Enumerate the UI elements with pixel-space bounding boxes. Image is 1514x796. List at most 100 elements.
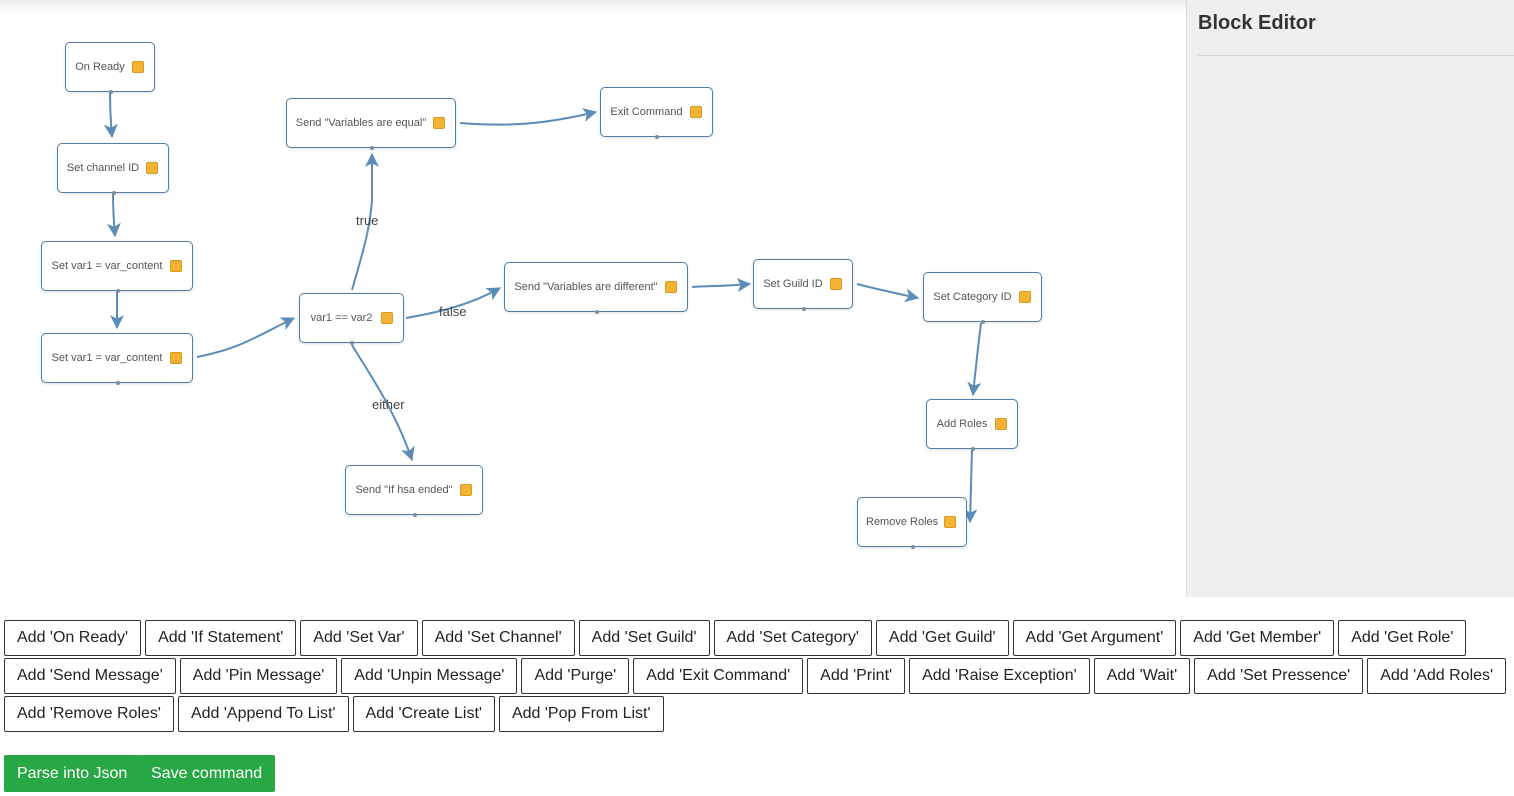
- edges-layer: [103, 91, 982, 524]
- node-handle-icon[interactable]: [170, 352, 182, 364]
- output-port[interactable]: [350, 341, 354, 345]
- output-port[interactable]: [655, 135, 659, 139]
- output-port[interactable]: [802, 307, 806, 311]
- edge-different-guild: [691, 278, 752, 293]
- node-set-channel-id[interactable]: Set channel ID: [57, 143, 169, 195]
- add-get-role-button[interactable]: Add 'Get Role': [1338, 620, 1467, 656]
- add-set-category-button[interactable]: Add 'Set Category': [713, 620, 872, 656]
- output-port[interactable]: [112, 191, 116, 195]
- add-buttons-row-3: Add 'Remove Roles' Add 'Append To List' …: [4, 696, 668, 732]
- node-handle-icon[interactable]: [146, 162, 158, 174]
- node-label: On Ready: [75, 61, 125, 73]
- output-port[interactable]: [413, 513, 417, 517]
- output-port[interactable]: [911, 545, 915, 549]
- add-unpin-message-button[interactable]: Add 'Unpin Message': [341, 658, 518, 694]
- add-wait-button[interactable]: Add 'Wait': [1093, 658, 1191, 694]
- node-handle-icon[interactable]: [170, 260, 182, 272]
- edge-condition-either: [351, 344, 415, 462]
- add-get-member-button[interactable]: Add 'Get Member': [1180, 620, 1335, 656]
- node-set-var1-first[interactable]: Set var1 = var_content: [41, 241, 193, 293]
- add-print-button[interactable]: Add 'Print': [807, 658, 906, 694]
- output-port[interactable]: [370, 146, 374, 150]
- node-on-ready[interactable]: On Ready: [65, 42, 155, 94]
- node-label: Set var1 = var_content: [51, 352, 163, 364]
- block-editor-title: Block Editor: [1198, 12, 1316, 34]
- output-port[interactable]: [116, 289, 120, 293]
- node-label: var1 == var2: [310, 312, 373, 324]
- node-label: Add Roles: [936, 418, 988, 430]
- add-set-channel-button[interactable]: Add 'Set Channel': [421, 620, 575, 656]
- edge-condition-false: [405, 287, 502, 319]
- node-set-var1-second[interactable]: Set var1 = var_content: [41, 333, 193, 385]
- node-handle-icon[interactable]: [433, 117, 445, 129]
- output-port[interactable]: [981, 320, 985, 324]
- edge-category-addroles: [967, 322, 982, 397]
- node-add-roles[interactable]: Add Roles: [926, 399, 1018, 451]
- node-label: Set Category ID: [933, 291, 1012, 303]
- add-raise-exception-button[interactable]: Add 'Raise Exception': [909, 658, 1090, 694]
- node-remove-roles[interactable]: Remove Roles: [857, 497, 967, 549]
- add-if-statement-button[interactable]: Add 'If Statement': [145, 620, 297, 656]
- node-handle-icon[interactable]: [132, 61, 144, 73]
- edge-setvar2-condition: [196, 317, 296, 358]
- node-exit-command[interactable]: Exit Command: [600, 87, 713, 139]
- add-set-pressence-button[interactable]: Add 'Set Pressence': [1194, 658, 1364, 694]
- node-send-different[interactable]: Send "Variables are different": [504, 262, 688, 314]
- add-create-list-button[interactable]: Add 'Create List': [352, 696, 495, 732]
- parse-into-json-button[interactable]: Parse into Json: [4, 755, 141, 792]
- edge-condition-true: [351, 152, 379, 291]
- edge-equal-exit: [459, 108, 598, 126]
- output-port[interactable]: [971, 447, 975, 451]
- node-condition[interactable]: var1 == var2: [299, 293, 404, 345]
- edge-addroles-removeroles: [963, 449, 978, 524]
- output-port[interactable]: [116, 381, 120, 385]
- add-set-guild-button[interactable]: Add 'Set Guild': [578, 620, 710, 656]
- add-on-ready-button[interactable]: Add 'On Ready': [4, 620, 142, 656]
- node-label: Set var1 = var_content: [51, 260, 163, 272]
- output-port[interactable]: [595, 310, 599, 314]
- output-port[interactable]: [109, 90, 113, 94]
- node-handle-icon[interactable]: [944, 516, 957, 528]
- save-command-button[interactable]: Save command: [138, 755, 276, 792]
- node-label: Send "Variables are different": [514, 281, 658, 293]
- add-remove-roles-button[interactable]: Add 'Remove Roles': [4, 696, 174, 732]
- add-pin-message-button[interactable]: Add 'Pin Message': [179, 658, 338, 694]
- node-handle-icon[interactable]: [665, 281, 677, 293]
- node-handle-icon[interactable]: [381, 312, 393, 324]
- block-editor-divider: [1198, 55, 1514, 56]
- node-send-equal[interactable]: Send "Variables are equal": [286, 98, 456, 150]
- edge-label-false: false: [439, 304, 467, 319]
- add-send-message-button[interactable]: Add 'Send Message': [4, 658, 176, 694]
- add-append-to-list-button[interactable]: Add 'Append To List': [177, 696, 349, 732]
- node-label: Send "Variables are equal": [295, 117, 427, 129]
- edge-label-either: either: [372, 397, 405, 412]
- add-buttons-row-2: Add 'Send Message' Add 'Pin Message' Add…: [4, 658, 1510, 694]
- node-handle-icon[interactable]: [995, 418, 1007, 430]
- add-get-guild-button[interactable]: Add 'Get Guild': [875, 620, 1009, 656]
- node-send-ended[interactable]: Send "If hsa ended": [345, 465, 483, 517]
- edge-setchannel-setvar1: [106, 192, 121, 238]
- add-set-var-button[interactable]: Add 'Set Var': [300, 620, 418, 656]
- add-add-roles-button[interactable]: Add 'Add Roles': [1367, 658, 1507, 694]
- node-label: Set Guild ID: [763, 278, 823, 290]
- node-set-category-id[interactable]: Set Category ID: [923, 272, 1042, 324]
- add-purge-button[interactable]: Add 'Purge': [521, 658, 630, 694]
- add-buttons-row-1: Add 'On Ready' Add 'If Statement' Add 'S…: [4, 620, 1470, 656]
- node-set-guild-id[interactable]: Set Guild ID: [753, 259, 853, 311]
- edge-onready-setchannel: [103, 91, 118, 139]
- canvas-top-shadow: [0, 0, 1186, 14]
- edge-label-true: true: [356, 213, 379, 228]
- node-label: Remove Roles: [866, 516, 939, 528]
- node-handle-icon[interactable]: [690, 106, 702, 118]
- node-label: Set channel ID: [66, 162, 140, 174]
- add-get-argument-button[interactable]: Add 'Get Argument': [1012, 620, 1177, 656]
- node-label: Exit Command: [610, 106, 683, 118]
- node-label: Send "If hsa ended": [355, 484, 453, 496]
- node-handle-icon[interactable]: [1019, 291, 1031, 303]
- node-handle-icon[interactable]: [460, 484, 472, 496]
- add-pop-from-list-button[interactable]: Add 'Pop From List': [498, 696, 664, 732]
- flow-canvas[interactable]: On Ready Set channel ID Set var1 = var_c…: [0, 0, 1186, 597]
- add-exit-command-button[interactable]: Add 'Exit Command': [633, 658, 804, 694]
- block-editor-panel: Block Editor: [1186, 0, 1514, 597]
- node-handle-icon[interactable]: [830, 278, 842, 290]
